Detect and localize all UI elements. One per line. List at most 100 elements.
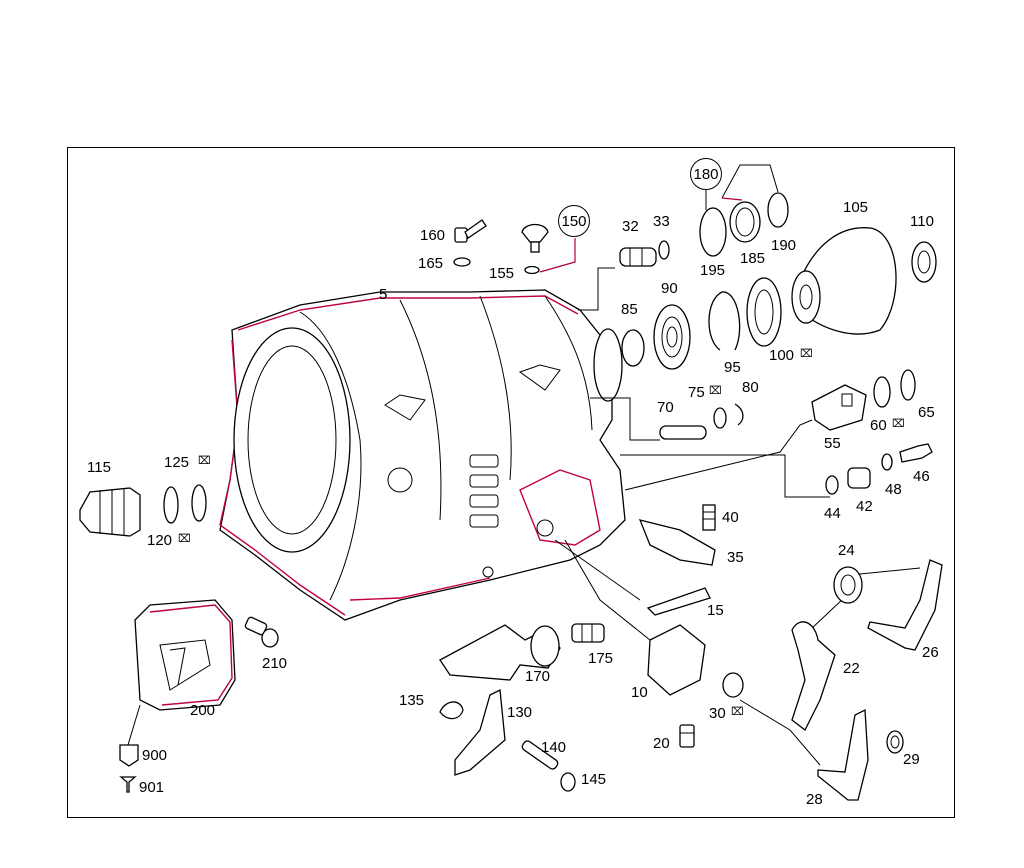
label-part-65: 65	[918, 404, 935, 421]
label-part-24: 24	[838, 542, 855, 559]
leader-lines	[127, 164, 921, 766]
part-901-pin[interactable]	[119, 776, 137, 793]
label-part-22: 22	[843, 660, 860, 677]
part-22-link[interactable]	[791, 621, 836, 731]
part-210-bolt[interactable]	[244, 616, 279, 648]
part-115-connector[interactable]	[79, 487, 141, 537]
part-100-seal[interactable]	[746, 277, 782, 347]
part-195-ring[interactable]	[699, 207, 727, 257]
label-part-165: 165	[418, 255, 444, 272]
label-part-70: 70	[657, 399, 674, 416]
part-60-ring[interactable]	[873, 376, 891, 408]
label-part-29: 29	[903, 751, 920, 768]
label-part-33: 33	[653, 213, 670, 230]
part-185-sleeve[interactable]	[729, 201, 761, 243]
label-part-95: 95	[724, 359, 741, 376]
label-part-100: 100	[769, 347, 795, 364]
part-130-lever[interactable]	[454, 688, 506, 776]
part-40-spring[interactable]	[702, 504, 716, 531]
part-70-pin[interactable]	[659, 425, 707, 440]
part-120-ring[interactable]	[163, 486, 179, 524]
part-65-ring[interactable]	[900, 369, 916, 401]
label-part-175: 175	[588, 650, 614, 667]
label-part-105: 105	[843, 199, 869, 216]
part-20-fitting[interactable]	[679, 724, 695, 748]
part-200-electrohydraulic-unit[interactable]	[134, 599, 236, 711]
part-900-tag[interactable]	[119, 744, 139, 767]
part-75-ring[interactable]	[713, 407, 727, 429]
label-part-135: 135	[399, 692, 425, 709]
part-145-ring[interactable]	[560, 772, 576, 792]
part-33-ring[interactable]	[658, 240, 670, 260]
part-80-clip[interactable]	[734, 403, 744, 426]
label-part-210: 210	[262, 655, 288, 672]
transmission-housing[interactable]	[219, 289, 626, 621]
part-46-bolt[interactable]	[899, 443, 933, 463]
part-28-lever[interactable]	[817, 708, 869, 801]
label-part-60: 60	[870, 417, 887, 434]
part-29-nut[interactable]	[886, 730, 904, 754]
label-part-150: 150	[558, 205, 590, 237]
part-10-plate[interactable]	[647, 624, 706, 696]
label-part-55: 55	[824, 435, 841, 452]
part-155-ring[interactable]	[524, 265, 540, 275]
part-32-valve[interactable]	[619, 247, 657, 267]
part-55-selector[interactable]	[811, 384, 867, 431]
part-85-ring[interactable]	[621, 329, 645, 367]
label-part-900: 900	[142, 747, 168, 764]
part-105-housing[interactable]	[791, 227, 897, 335]
part-110-gear[interactable]	[911, 241, 937, 283]
label-part-901: 901	[139, 779, 165, 796]
label-part-130: 130	[507, 704, 533, 721]
label-part-80: 80	[742, 379, 759, 396]
part-95-snap-ring[interactable]	[708, 291, 741, 351]
hexagon-cross-icon: ⌧	[731, 706, 744, 718]
part-30-nut[interactable]	[722, 672, 744, 698]
label-part-35: 35	[727, 549, 744, 566]
part-15-rod[interactable]	[646, 587, 711, 616]
part-140-pin[interactable]	[521, 739, 560, 770]
part-26-arm[interactable]	[867, 559, 943, 651]
part-170-sensor[interactable]	[439, 624, 561, 681]
part-135-spring[interactable]	[439, 701, 464, 720]
label-part-32: 32	[622, 218, 639, 235]
diagram-frame	[67, 147, 955, 818]
label-part-30: 30	[709, 705, 726, 722]
part-160-plug[interactable]	[454, 219, 487, 243]
label-part-140: 140	[541, 739, 567, 756]
label-part-48: 48	[885, 481, 902, 498]
hexagon-cross-icon: ⌧	[800, 348, 813, 360]
label-part-155: 155	[489, 265, 515, 282]
label-part-145: 145	[581, 771, 607, 788]
label-part-75: 75	[688, 384, 705, 401]
part-35-detent-lever[interactable]	[638, 519, 716, 566]
part-42-bushing[interactable]	[847, 467, 871, 489]
label-part-15: 15	[707, 602, 724, 619]
part-190-ring[interactable]	[767, 192, 789, 228]
label-part-170: 170	[525, 668, 551, 685]
label-part-110: 110	[910, 213, 934, 230]
label-part-26: 26	[922, 644, 939, 661]
part-175-bushing[interactable]	[571, 623, 605, 643]
part-90-bearing[interactable]	[653, 304, 691, 370]
label-part-200: 200	[190, 702, 216, 719]
part-24-bushing[interactable]	[833, 566, 863, 604]
label-part-115: 115	[87, 459, 111, 476]
label-part-28: 28	[806, 791, 823, 808]
label-part-10: 10	[631, 684, 648, 701]
part-125-ring[interactable]	[191, 484, 207, 522]
label-part-185: 185	[740, 250, 766, 267]
label-part-44: 44	[824, 505, 841, 522]
label-part-40: 40	[722, 509, 739, 526]
part-150-plug[interactable]	[521, 223, 549, 253]
hexagon-cross-icon: ⌧	[892, 418, 905, 430]
part-165-ring[interactable]	[453, 257, 471, 267]
part-48-washer[interactable]	[881, 453, 893, 471]
label-part-42: 42	[856, 498, 873, 515]
label-part-195: 195	[700, 262, 726, 279]
label-part-5: 5	[379, 286, 388, 303]
label-part-190: 190	[771, 237, 797, 254]
hexagon-cross-icon: ⌧	[198, 455, 211, 467]
part-44-ring[interactable]	[825, 475, 839, 495]
